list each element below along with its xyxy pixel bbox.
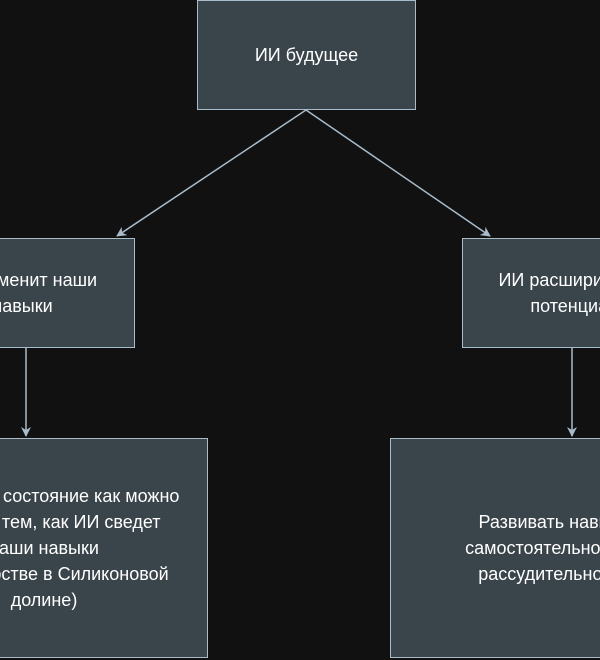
node-preserve-state[interactable]: Сохранить состояние как можно дольше, те… (0, 438, 208, 658)
edge-root-to-right (305, 109, 491, 237)
node-ai-future[interactable]: ИИ будущее (197, 0, 416, 110)
node-ai-expand-potential-label: ИИ расширит наш потенциал (498, 270, 600, 316)
node-develop-skills[interactable]: Развивать навыки самостоятельности и рас… (390, 438, 600, 658)
node-preserve-state-label: Сохранить состояние как можно дольше, те… (0, 486, 180, 610)
edge-root-to-left (116, 109, 307, 237)
node-develop-skills-label: Развивать навыки самостоятельности и рас… (465, 512, 600, 584)
node-ai-replace-skills[interactable]: ИИ заменит наши навыки (0, 238, 135, 348)
node-ai-expand-potential[interactable]: ИИ расширит наш потенциал (462, 238, 600, 348)
node-ai-future-label: ИИ будущее (254, 45, 359, 65)
node-ai-replace-skills-label: ИИ заменит наши навыки (0, 270, 98, 316)
